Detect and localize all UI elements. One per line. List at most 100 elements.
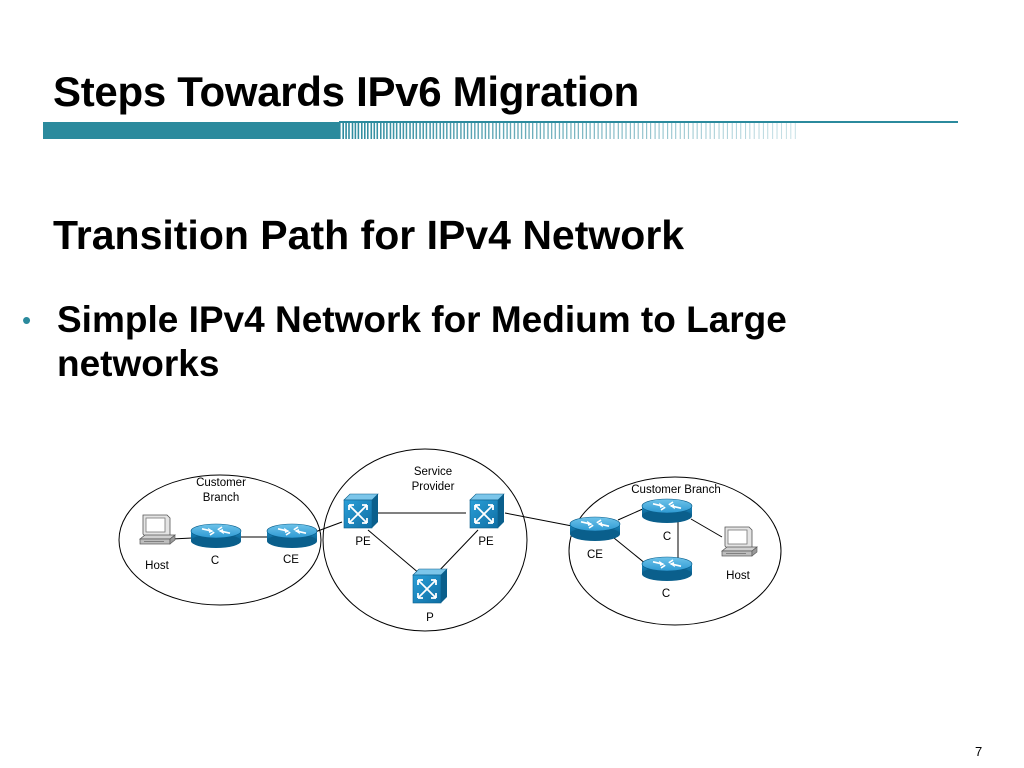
divider-stripe — [749, 123, 751, 139]
divider-stripe — [383, 123, 385, 139]
c-right-top-router-icon — [641, 498, 693, 524]
divider-stripe — [425, 123, 428, 139]
ce-left-router-icon — [266, 523, 318, 549]
divider-stripe — [435, 123, 438, 139]
divider-stripe — [386, 123, 388, 139]
divider-stripe — [650, 123, 652, 139]
divider-stripe — [429, 123, 431, 139]
divider-stripe — [781, 123, 783, 139]
divider-stripe — [718, 123, 720, 139]
bullet-text: Simple IPv4 Network for Medium to Large … — [57, 299, 787, 384]
divider-stripe — [609, 123, 611, 139]
divider-stripe — [753, 123, 755, 139]
divider-stripe — [532, 123, 534, 139]
divider-stripe — [562, 123, 564, 139]
divider-stripe — [646, 123, 648, 139]
host-right-label: Host — [726, 570, 750, 582]
divider-stripe — [373, 123, 376, 139]
divider-stripe — [794, 123, 796, 139]
divider-stripe — [745, 123, 747, 139]
divider-stripe — [667, 123, 669, 139]
divider-stripe — [558, 123, 561, 139]
pe-left-label: PE — [355, 536, 371, 548]
divider-stripe — [446, 123, 448, 139]
divider-stripe — [642, 123, 644, 139]
divider-stripe — [785, 123, 787, 139]
divider-stripe — [351, 123, 354, 139]
divider-stripe — [554, 123, 556, 139]
service-provider-label-line1: Service — [414, 466, 452, 478]
divider-stripe — [570, 123, 572, 139]
divider-stripe — [357, 123, 360, 139]
divider-stripe — [601, 123, 603, 139]
divider-stripe — [687, 123, 690, 139]
service-provider-label-line2: Provider — [412, 481, 455, 493]
divider-stripe — [419, 123, 421, 139]
divider-stripe — [709, 123, 711, 139]
divider-stripe — [364, 123, 366, 139]
bullet-dot-icon: • — [22, 305, 32, 335]
divider-stripe — [731, 123, 733, 139]
divider-stripe — [675, 123, 677, 139]
divider-stripe — [726, 123, 728, 139]
divider-stripe — [629, 123, 632, 139]
divider-stripe — [361, 123, 363, 139]
pe-right-label: PE — [478, 536, 494, 548]
divider-stripe — [463, 123, 465, 139]
divider-stripe — [392, 123, 395, 139]
network-links — [171, 507, 723, 575]
slide-subtitle: Transition Path for IPv4 Network — [53, 212, 685, 258]
customer-branch-left-label-line2: Branch — [203, 492, 239, 504]
divider-stripe — [348, 123, 350, 139]
divider-stripe — [460, 123, 462, 139]
divider-stripe — [415, 123, 418, 139]
divider-stripe — [484, 123, 487, 139]
divider-stripe — [585, 123, 587, 139]
divider-stripe — [502, 123, 505, 139]
divider-stripe — [528, 123, 530, 139]
divider-stripe — [495, 123, 497, 139]
host-left-label: Host — [145, 560, 169, 572]
divider-stripe — [470, 123, 473, 139]
divider-stripe — [449, 123, 452, 139]
divider-stripe — [409, 123, 411, 139]
divider-stripe — [713, 123, 715, 139]
divider-stripe — [492, 123, 494, 139]
divider-stripe — [577, 123, 579, 139]
slide-title: Steps Towards IPv6 Migration — [53, 68, 639, 115]
divider-stripe — [589, 123, 591, 139]
divider-stripe — [566, 123, 568, 139]
divider-stripe — [477, 123, 479, 139]
divider-stripe — [370, 123, 373, 139]
divider-stripe — [671, 123, 673, 139]
divider-stripe — [509, 123, 512, 139]
divider-stripe — [679, 123, 681, 139]
divider-stripe — [422, 123, 424, 139]
divider-stripe — [767, 123, 769, 139]
divider-stripe — [466, 123, 469, 139]
divider-stripe — [380, 123, 382, 139]
c-right-bottom-router-icon — [641, 556, 693, 582]
divider-stripe — [389, 123, 392, 139]
pe-right-switch-icon — [469, 493, 505, 529]
divider-stripe — [740, 123, 742, 139]
divider-stripe — [654, 123, 656, 139]
divider-stripe — [345, 123, 347, 139]
divider-stripe — [574, 123, 576, 139]
divider-stripe — [762, 123, 764, 139]
p-core-switch-icon — [412, 568, 448, 604]
pe-left-switch-icon — [343, 493, 379, 529]
divider-stripe — [625, 123, 627, 139]
divider-stripe — [354, 123, 357, 139]
c-left-label: C — [211, 555, 219, 567]
divider-stripe — [481, 123, 483, 139]
customer-branch-left-label-line1: Customer — [196, 477, 246, 489]
divider-stripe — [506, 123, 508, 139]
divider-stripe — [543, 123, 545, 139]
divider-stripe — [474, 123, 476, 139]
ce-right-router-icon — [569, 516, 621, 542]
c-left-router-icon — [190, 523, 242, 549]
customer-branch-right-label: Customer Branch — [631, 484, 720, 496]
divider-stripe — [395, 123, 398, 139]
divider-stripe — [367, 123, 369, 139]
